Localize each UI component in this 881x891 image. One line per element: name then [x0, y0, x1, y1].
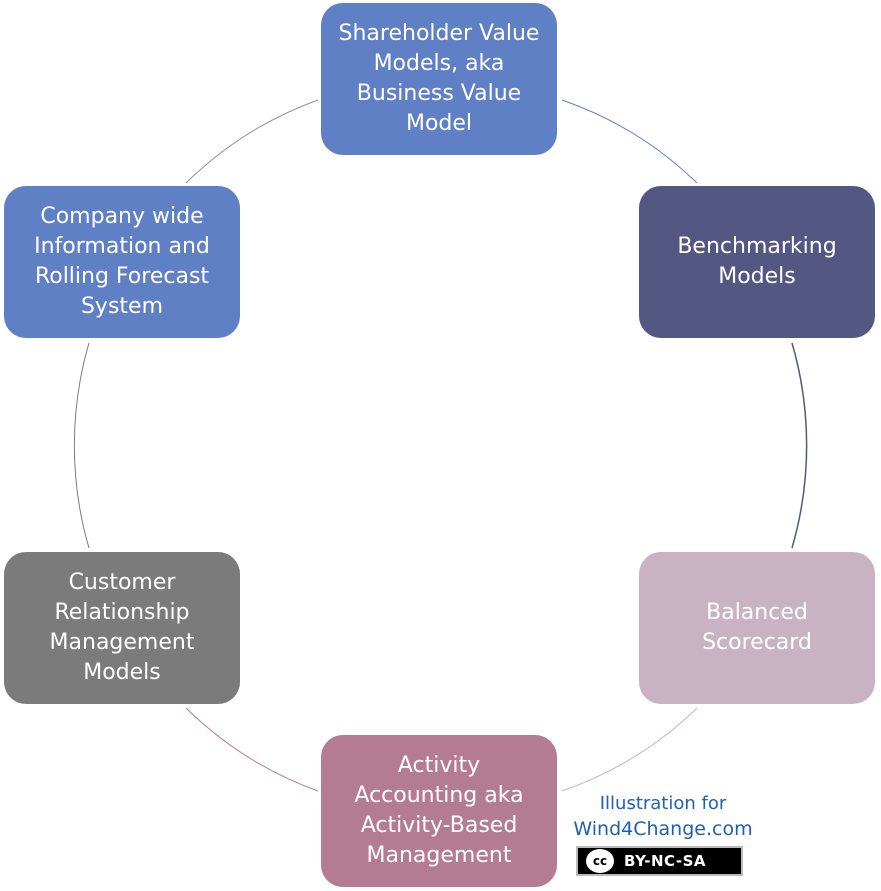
node-activity-accounting: Activity Accounting aka Activity-Based M… [321, 735, 557, 887]
node-label: Shareholder Value Models, aka Business V… [338, 21, 540, 136]
node-balanced-scorecard: Balanced Scorecard [639, 552, 875, 704]
node-shareholder-value-models: Shareholder Value Models, aka Business V… [321, 3, 557, 155]
node-benchmarking-models: Benchmarking Models [639, 186, 875, 338]
arc-crm-company [73, 342, 90, 549]
arc-balanced-activity [561, 707, 698, 792]
credit-line-2: Wind4Change.com [573, 818, 753, 840]
illustration-credit: Illustration for Wind4Change.com [568, 792, 758, 842]
node-label: Company wide Information and Rolling For… [34, 204, 210, 319]
license-badge: cc BY-NC-SA [576, 846, 743, 876]
arc-company-shareholder [185, 99, 319, 184]
license-text: BY-NC-SA [624, 852, 707, 870]
node-label: Activity Accounting aka Activity-Based M… [354, 753, 524, 868]
arc-shareholder-benchmark [561, 99, 698, 184]
node-label: Benchmarking Models [677, 234, 837, 289]
node-label: Customer Relationship Management Models [49, 570, 195, 685]
node-label: Balanced Scorecard [702, 600, 812, 655]
cc-icon: cc [586, 849, 614, 873]
node-customer-relationship-management: Customer Relationship Management Models [4, 552, 240, 704]
arc-benchmark-balanced [791, 342, 808, 549]
credit-line-1: Illustration for [599, 793, 727, 814]
node-company-wide-information: Company wide Information and Rolling For… [4, 186, 240, 338]
arc-activity-crm [185, 707, 319, 792]
